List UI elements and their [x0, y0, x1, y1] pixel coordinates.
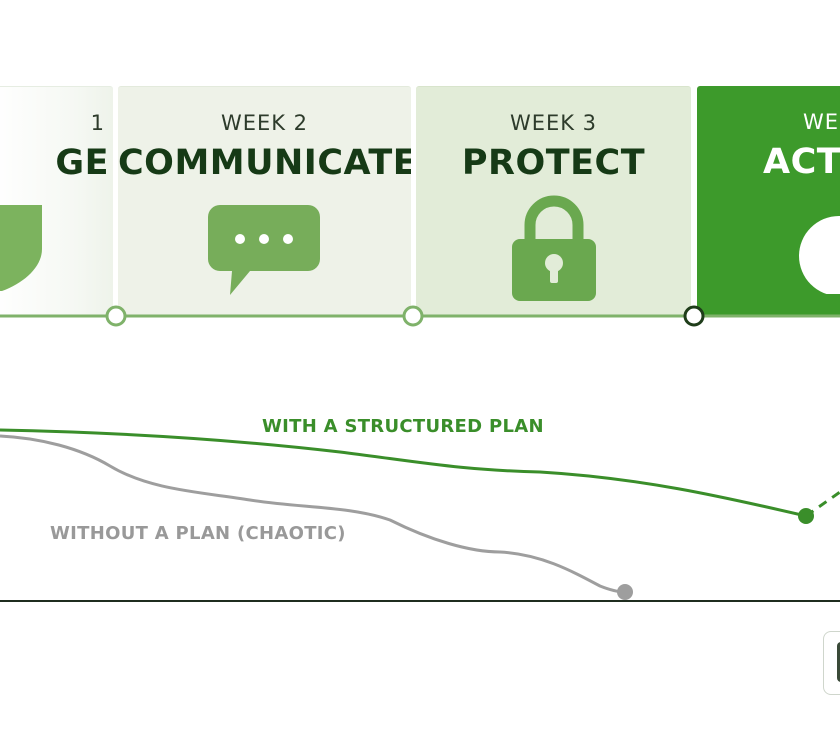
- padlock-icon: [512, 195, 596, 301]
- with-plan-label: WITH A STRUCTURED PLAN: [262, 416, 544, 437]
- step-3-week-label: WEEK 3: [509, 111, 598, 135]
- without-plan-endpoint: [617, 584, 633, 600]
- step-2-title: COMMUNICATE: [118, 143, 411, 183]
- step-4-week-label: WE: [803, 110, 840, 134]
- step-card-1: 1 GE: [0, 86, 113, 316]
- corner-device-icon: [823, 631, 840, 695]
- with-plan-curve: [0, 428, 807, 518]
- checkmark-icon: [799, 216, 840, 294]
- step-card-2: WEEK 2 COMMUNICATE: [118, 86, 411, 316]
- step-3-title: PROTECT: [461, 143, 646, 183]
- step-4-title: ACTI: [763, 142, 840, 182]
- step-1-title: GE: [55, 143, 109, 183]
- without-plan-curve: [0, 434, 626, 594]
- timeline-marker-3: [683, 305, 705, 327]
- timeline-marker-2: [402, 305, 424, 327]
- timeline-marker-1: [105, 305, 127, 327]
- shield-icon: [0, 205, 42, 291]
- step-2-week-label: WEEK 2: [220, 111, 309, 135]
- step-card-3: WEEK 3 PROTECT: [416, 86, 691, 316]
- without-plan-label: WITHOUT A PLAN (CHAOTIC): [50, 523, 346, 544]
- with-plan-endpoint: [798, 508, 814, 524]
- step-card-4: WE ACTI: [697, 86, 840, 316]
- chat-bubble-icon: [208, 205, 320, 295]
- step-1-week-label: 1: [90, 111, 105, 135]
